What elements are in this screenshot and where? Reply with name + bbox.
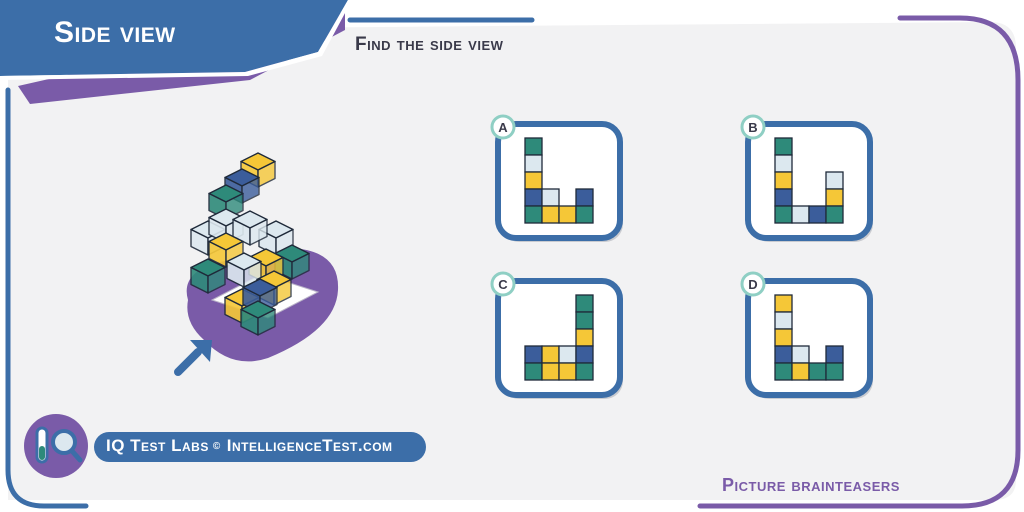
option-label: A: [498, 120, 508, 135]
option-d[interactable]: D: [740, 271, 873, 399]
option-cell: [774, 345, 793, 364]
option-cell: [524, 362, 543, 381]
option-cell: [774, 362, 793, 381]
option-cell: [808, 362, 827, 381]
option-cell: [524, 345, 543, 364]
option-cell: [774, 294, 793, 313]
option-cell: [825, 345, 844, 364]
iso-cube: [190, 258, 226, 294]
brand-site: IntelligenceTest.com: [226, 436, 393, 455]
option-cell: [575, 311, 594, 330]
copyright-mark: ©: [212, 441, 221, 453]
page-subtitle: Find the side view: [355, 34, 504, 55]
option-cell: [575, 328, 594, 347]
header-banner: [0, 0, 348, 76]
option-cell: [575, 188, 594, 207]
option-cell: [791, 345, 810, 364]
footer-category: Picture brainteasers: [722, 475, 900, 495]
option-cell: [825, 188, 844, 207]
option-cell: [524, 137, 543, 156]
option-cell: [558, 205, 577, 224]
option-label: C: [498, 277, 508, 292]
option-cell: [774, 171, 793, 190]
magnifier-flask-icon: [24, 414, 88, 478]
iso-cube: [240, 300, 276, 336]
page-title: Side view: [54, 16, 176, 49]
option-cell: [774, 154, 793, 173]
brand-name: IQ Test Labs: [106, 436, 209, 455]
option-cell: [774, 328, 793, 347]
option-cell: [774, 205, 793, 224]
option-cell: [825, 205, 844, 224]
option-cell: [558, 362, 577, 381]
iso-cube: [232, 210, 268, 246]
option-cell: [524, 171, 543, 190]
options-area: A B C D: [490, 114, 873, 399]
option-cell: [541, 188, 560, 207]
option-cell: [524, 205, 543, 224]
option-badge: [740, 114, 766, 140]
option-cell: [575, 345, 594, 364]
iso-cube: [258, 220, 294, 256]
option-cell: [541, 345, 560, 364]
option-cell: [825, 171, 844, 190]
option-cell: [575, 362, 594, 381]
option-b[interactable]: B: [740, 114, 873, 242]
option-cell: [791, 205, 810, 224]
brand-pill: [94, 432, 426, 462]
option-cell: [774, 188, 793, 207]
content-panel: [8, 22, 1016, 500]
option-c[interactable]: C: [490, 271, 623, 399]
option-badge: [740, 271, 766, 297]
frame-right-line: [697, 15, 1021, 509]
option-cell: [524, 188, 543, 207]
option-cell: [774, 311, 793, 330]
option-label: B: [748, 120, 757, 135]
option-a[interactable]: A: [490, 114, 623, 242]
brand-line: IQ Test Labs© IntelligenceTest.com: [106, 436, 393, 456]
option-cell: [558, 345, 577, 364]
option-badge: [490, 271, 516, 297]
arrow-icon: [174, 340, 212, 376]
option-cell: [575, 205, 594, 224]
frame-left-line: [5, 87, 89, 509]
option-cell: [791, 362, 810, 381]
option-cell: [825, 362, 844, 381]
option-cell: [774, 137, 793, 156]
isometric-cube-figure: [190, 152, 310, 336]
option-cell: [575, 294, 594, 313]
option-cell: [524, 154, 543, 173]
option-badge: [490, 114, 516, 140]
option-cell: [541, 362, 560, 381]
option-label: D: [748, 277, 757, 292]
option-cell: [808, 205, 827, 224]
option-cell: [541, 205, 560, 224]
